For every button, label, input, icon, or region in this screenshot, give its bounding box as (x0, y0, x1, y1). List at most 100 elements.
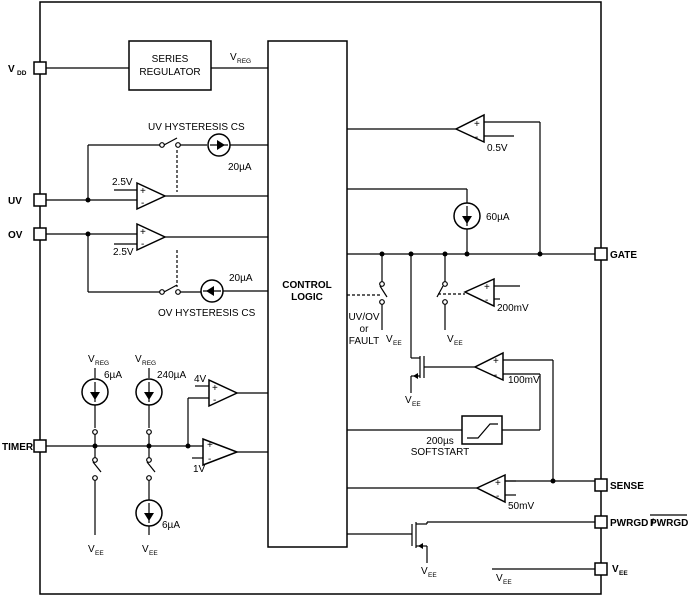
svg-text:CONTROL: CONTROL (282, 280, 331, 291)
timer-4v-comparator: + - (208, 378, 239, 408)
svg-text:60µA: 60µA (486, 212, 510, 223)
pin-vdd: V DD (8, 61, 47, 77)
svg-text:-: - (494, 370, 497, 381)
svg-text:1V: 1V (193, 464, 206, 475)
svg-text:REG: REG (95, 360, 109, 367)
svg-text:EE: EE (412, 401, 421, 408)
svg-text:-: - (213, 395, 216, 406)
svg-text:PWRGD /: PWRGD / (610, 518, 654, 529)
svg-text:OV: OV (8, 230, 23, 241)
svg-text:EE: EE (454, 340, 463, 347)
pin-ov: OV (8, 227, 47, 241)
svg-text:V: V (230, 52, 237, 63)
svg-text:+: + (140, 186, 146, 197)
gate-pulldown-transistor (411, 356, 475, 379)
svg-text:V: V (135, 354, 142, 365)
timer-6ua-pulldown-source (135, 499, 163, 527)
svg-text:+: + (493, 356, 499, 367)
svg-text:REG: REG (142, 360, 156, 367)
svg-text:SOFTSTART: SOFTSTART (411, 447, 470, 458)
svg-text:+: + (484, 282, 490, 293)
svg-text:EE: EE (95, 550, 104, 557)
series-regulator: SERIES REGULATOR (128, 40, 212, 91)
svg-text:2.5V: 2.5V (113, 247, 134, 258)
svg-text:-: - (141, 198, 144, 209)
gate-60ua-source (453, 202, 481, 230)
svg-text:6µA: 6µA (162, 520, 180, 531)
svg-text:+: + (207, 440, 213, 451)
svg-text:V: V (612, 564, 619, 575)
svg-text:-: - (208, 454, 211, 465)
pin-pwrgd: PWRGD / PWRGD (594, 514, 688, 529)
uv-comparator: + - (136, 181, 167, 211)
timer-1v-comparator: + - (202, 437, 240, 467)
control-logic: CONTROL LOGIC (267, 40, 348, 548)
svg-text:REGULATOR: REGULATOR (139, 67, 200, 78)
svg-text:6µA: 6µA (104, 370, 122, 381)
vreg-label: V REG (230, 52, 251, 65)
svg-text:V: V (421, 566, 428, 577)
uv-hysteresis-current-source (207, 133, 231, 157)
svg-text:50mV: 50mV (508, 501, 534, 512)
svg-text:or: or (360, 324, 370, 335)
svg-text:REG: REG (237, 58, 251, 65)
svg-text:UV/OV: UV/OV (348, 312, 379, 323)
svg-text:FAULT: FAULT (349, 336, 379, 347)
svg-text:2.5V: 2.5V (112, 177, 133, 188)
svg-text:20µA: 20µA (228, 162, 252, 173)
gate-05v-comparator: + - (454, 113, 485, 144)
uvov-fault-label: UV/OV or FAULT (348, 312, 379, 347)
svg-text:V: V (8, 64, 15, 75)
svg-text:-: - (475, 132, 478, 143)
svg-text:+: + (140, 227, 146, 238)
svg-text:240µA: 240µA (157, 370, 186, 381)
svg-text:EE: EE (619, 570, 628, 577)
svg-text:-: - (496, 491, 499, 502)
softstart-block (461, 415, 503, 445)
svg-text:+: + (212, 383, 218, 394)
svg-text:-: - (485, 295, 488, 306)
svg-text:EE: EE (503, 579, 512, 586)
pwrgd-transistor (411, 522, 427, 549)
timer-6ua-pullup-source (81, 378, 109, 406)
svg-text:V: V (447, 334, 454, 345)
svg-text:4V: 4V (194, 374, 207, 385)
gate-100mv-comparator: + - (473, 351, 504, 382)
svg-text:V: V (386, 334, 393, 345)
svg-text:20µA: 20µA (229, 273, 253, 284)
timer-240ua-pullup-source (135, 378, 163, 406)
svg-text:200µs: 200µs (426, 436, 453, 447)
svg-text:100mV: 100mV (508, 375, 540, 386)
pin-vee: V EE (594, 562, 628, 577)
pin-uv: UV (8, 193, 47, 207)
svg-text:V: V (88, 354, 95, 365)
pin-sense: SENSE (594, 478, 644, 492)
svg-text:SENSE: SENSE (610, 481, 644, 492)
svg-text:UV: UV (8, 196, 22, 207)
svg-text:PWRGD: PWRGD (650, 518, 688, 529)
sense-50mv-comparator: + - (475, 473, 506, 504)
svg-text:EE: EE (428, 572, 437, 579)
svg-text:200mV: 200mV (497, 303, 529, 314)
svg-text:EE: EE (149, 550, 158, 557)
svg-text:V: V (88, 544, 95, 555)
svg-text:0.5V: 0.5V (487, 143, 508, 154)
svg-text:GATE: GATE (610, 250, 637, 261)
svg-text:V: V (142, 544, 149, 555)
pin-gate: GATE (594, 247, 637, 261)
ov-hysteresis-current-source (200, 279, 224, 303)
svg-text:EE: EE (393, 340, 402, 347)
gate-200mv-comparator: + - (463, 277, 495, 308)
svg-text:V: V (496, 573, 503, 584)
ov-comparator: + - (136, 222, 167, 252)
svg-text:-: - (141, 239, 144, 250)
svg-text:DD: DD (17, 70, 27, 77)
pin-timer: TIMER (2, 439, 47, 453)
svg-text:V: V (405, 395, 412, 406)
svg-text:+: + (495, 478, 501, 489)
svg-text:TIMER: TIMER (2, 442, 34, 453)
svg-text:+: + (474, 119, 480, 130)
svg-text:SERIES: SERIES (152, 54, 189, 65)
ov-hysteresis-label: OV HYSTERESIS CS (158, 308, 256, 319)
